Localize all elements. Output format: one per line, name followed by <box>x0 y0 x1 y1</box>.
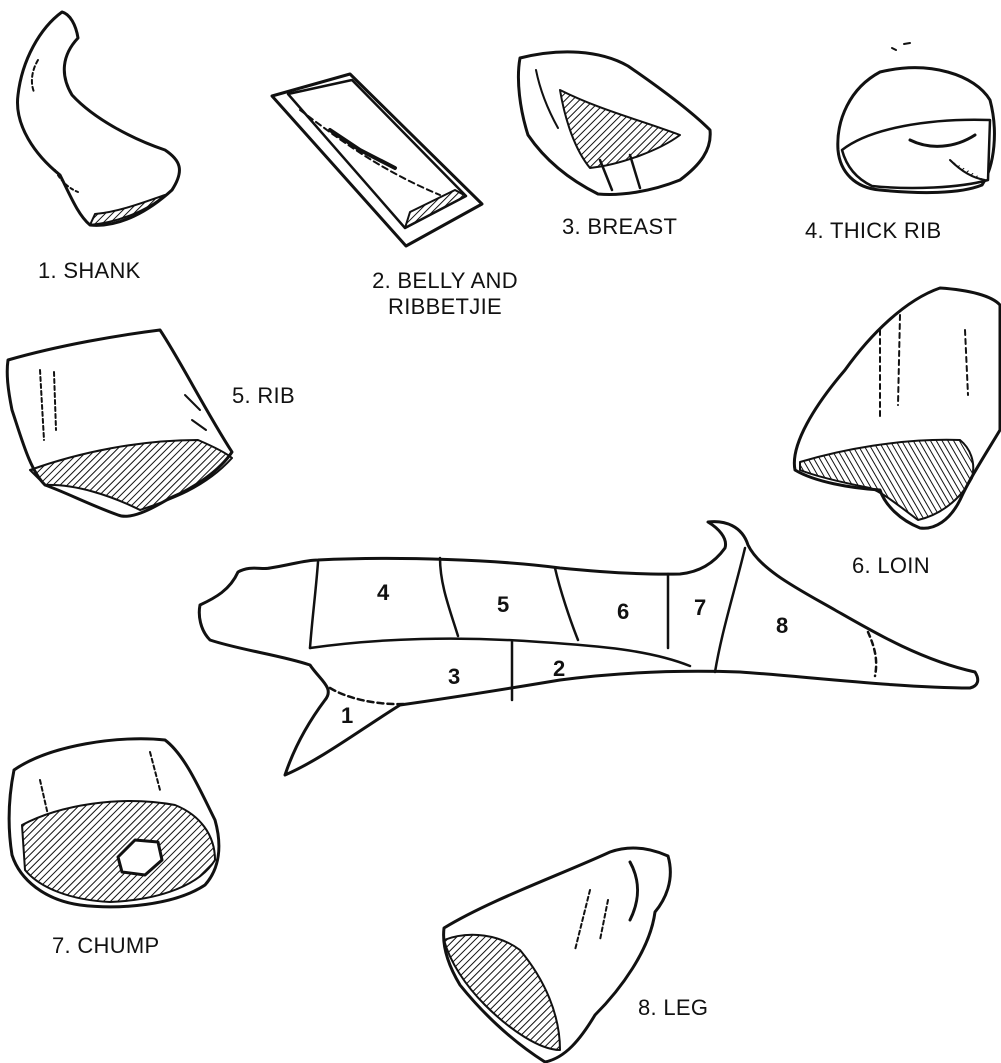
carcass-number-4: 4 <box>377 580 390 605</box>
label-thick-rib: 4. THICK RIB <box>805 218 941 244</box>
leg-illustration <box>444 848 671 1062</box>
thick-rib-illustration <box>838 43 995 193</box>
belly-ribbetjie-illustration <box>272 74 482 246</box>
carcass-number-8: 8 <box>776 613 788 638</box>
label-shank: 1. SHANK <box>38 258 141 284</box>
label-belly-line2: RIBBETJIE <box>340 294 550 320</box>
label-belly-line1: 2. BELLY AND <box>340 268 550 294</box>
carcass-number-3: 3 <box>448 664 460 689</box>
label-belly-ribbetjie: 2. BELLY AND RIBBETJIE <box>340 268 550 321</box>
chump-illustration <box>9 739 219 907</box>
carcass-number-1: 1 <box>341 703 353 728</box>
label-loin: 6. LOIN <box>852 553 930 579</box>
label-breast: 3. BREAST <box>562 214 677 240</box>
carcass-number-5: 5 <box>497 592 509 617</box>
carcass-number-7: 7 <box>694 595 706 620</box>
shank-illustration <box>18 12 180 225</box>
rib-illustration <box>7 330 232 516</box>
breast-illustration <box>518 52 710 195</box>
carcass-number-6: 6 <box>617 599 629 624</box>
label-leg: 8. LEG <box>638 995 708 1021</box>
label-chump: 7. CHUMP <box>52 933 160 959</box>
loin-illustration <box>794 288 1000 528</box>
label-rib: 5. RIB <box>232 383 295 409</box>
carcass-number-2: 2 <box>553 656 565 681</box>
